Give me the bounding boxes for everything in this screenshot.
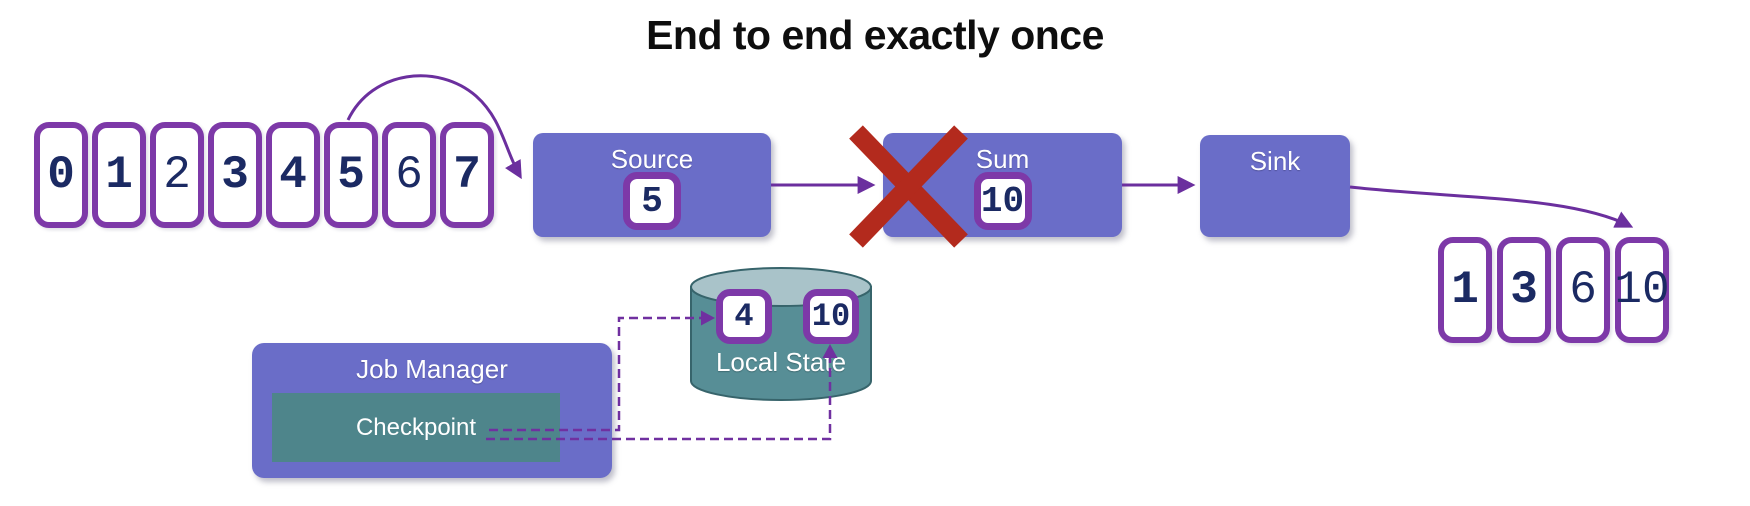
checkpoint-box: Checkpoint: [272, 393, 560, 462]
stream-card: 3: [1497, 237, 1551, 343]
source-state-card: 5: [623, 172, 681, 230]
page-title: End to end exactly once: [646, 12, 1104, 58]
stream-card: 4: [716, 289, 772, 344]
stream-card: 7: [440, 122, 494, 228]
sum-node: Sum 10: [883, 133, 1122, 237]
local-state-cards: 4 10: [716, 289, 859, 344]
stream-card: 1: [92, 122, 146, 228]
stream-card: 1: [1438, 237, 1492, 343]
source-node: Source 5: [533, 133, 771, 237]
local-state-label: Local State: [715, 347, 847, 377]
checkpoint-label: Checkpoint: [355, 413, 477, 441]
job-manager-node: Job Manager Checkpoint: [252, 343, 612, 478]
stream-card: 0: [34, 122, 88, 228]
stream-card: 5: [324, 122, 378, 228]
source-label: Source: [610, 144, 694, 174]
stream-card: 3: [208, 122, 262, 228]
stream-card: 10: [803, 289, 859, 344]
job-manager-label: Job Manager: [356, 354, 508, 384]
sink-label: Sink: [1249, 146, 1301, 176]
stream-card: 10: [1614, 237, 1670, 343]
stream-card: 4: [266, 122, 320, 228]
sum-state-card: 10: [973, 172, 1032, 230]
stream-card: 6: [382, 122, 436, 228]
stream-card: 6: [1556, 237, 1610, 343]
sink-node: Sink: [1200, 135, 1350, 237]
stream-card: 2: [150, 122, 204, 228]
sum-label: Sum: [975, 144, 1030, 174]
